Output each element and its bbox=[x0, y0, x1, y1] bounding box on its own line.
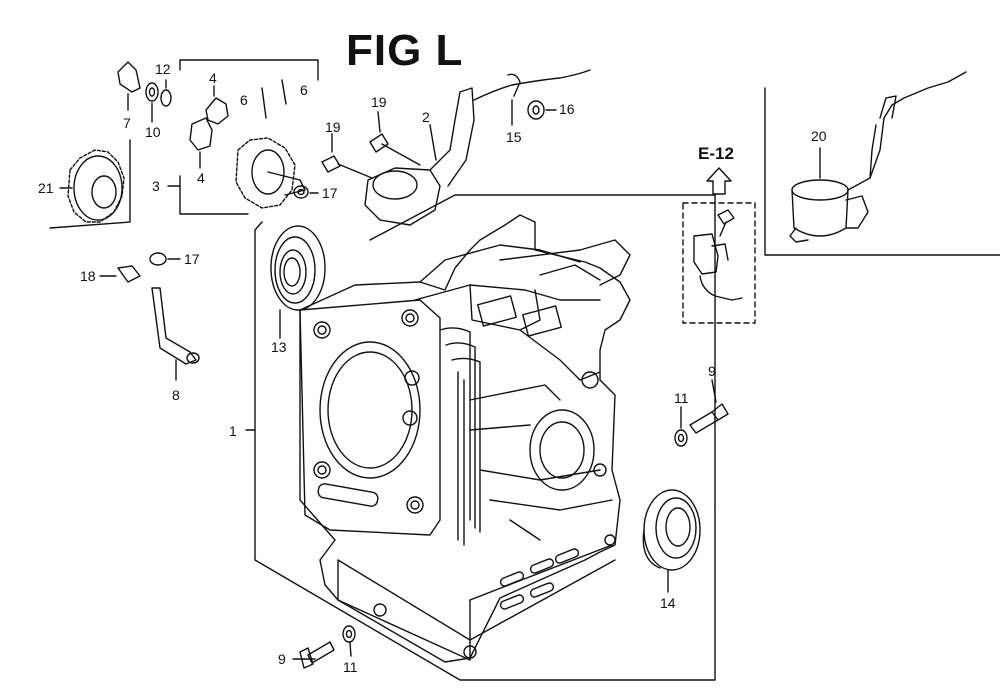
pin-6-right bbox=[281, 79, 287, 105]
group-bracket-lines bbox=[49, 59, 1000, 681]
callout-18: 18 bbox=[80, 268, 96, 284]
callout-11: 11 bbox=[674, 390, 689, 406]
dipstick-tube-8 bbox=[151, 287, 200, 381]
bolt-19-upper bbox=[369, 111, 421, 166]
callout-3: 3 bbox=[152, 178, 160, 194]
pulser-assembly-2 bbox=[364, 87, 475, 226]
callout-17: 17 bbox=[184, 251, 200, 267]
callout-15: 15 bbox=[506, 129, 522, 145]
callout-9: 9 bbox=[278, 651, 286, 667]
callout-20: 20 bbox=[811, 128, 827, 144]
callout-1: 1 bbox=[229, 423, 237, 439]
e12-sensor-parts bbox=[693, 209, 743, 301]
washer-11-bottom bbox=[342, 625, 356, 657]
clip-4-upper bbox=[205, 85, 229, 125]
bolt-7 bbox=[117, 61, 141, 111]
bolt-9-right bbox=[689, 379, 729, 434]
crankcase-cylinder-block bbox=[299, 214, 631, 663]
callout-14: 14 bbox=[660, 595, 676, 611]
callout-10: 10 bbox=[145, 124, 161, 140]
callout-4: 4 bbox=[209, 70, 217, 86]
washer-11-right bbox=[674, 406, 688, 447]
reference-label-e12: E-12 bbox=[698, 144, 734, 163]
callout-2: 2 bbox=[422, 109, 430, 125]
oil-level-switch-20 bbox=[789, 71, 967, 243]
callout-6: 6 bbox=[240, 92, 248, 108]
callout-8: 8 bbox=[172, 387, 180, 403]
callout-4: 4 bbox=[197, 170, 205, 186]
clip-18 bbox=[99, 265, 141, 283]
callout-17: 17 bbox=[322, 185, 338, 201]
callout-6: 6 bbox=[300, 82, 308, 98]
nut-12 bbox=[160, 79, 172, 107]
callout-16: 16 bbox=[559, 101, 575, 117]
nut-16 bbox=[527, 100, 557, 120]
callout-19: 19 bbox=[371, 94, 387, 110]
bolt-9-bottom bbox=[299, 641, 335, 669]
bolt-19-lower bbox=[321, 133, 373, 179]
pin-6-left bbox=[261, 87, 267, 119]
callout-12: 12 bbox=[155, 61, 171, 77]
callout-11: 11 bbox=[343, 659, 358, 675]
washer-17-lower bbox=[149, 252, 181, 266]
callout-21: 21 bbox=[38, 180, 54, 196]
washer-17-upper bbox=[293, 185, 319, 199]
pump-gear-assembly bbox=[235, 137, 306, 209]
oil-seal-13 bbox=[270, 225, 326, 339]
callout-13: 13 bbox=[271, 339, 287, 355]
washer-10 bbox=[145, 82, 159, 123]
clip-4-lower bbox=[189, 117, 213, 169]
gear-21 bbox=[59, 149, 125, 223]
oil-seal-14 bbox=[642, 489, 701, 593]
figure-title: FIG L bbox=[346, 26, 464, 75]
wire-harness-15 bbox=[473, 69, 591, 126]
callout-7: 7 bbox=[123, 115, 131, 131]
callout-19: 19 bbox=[325, 119, 341, 135]
callout-9: 9 bbox=[708, 363, 716, 379]
